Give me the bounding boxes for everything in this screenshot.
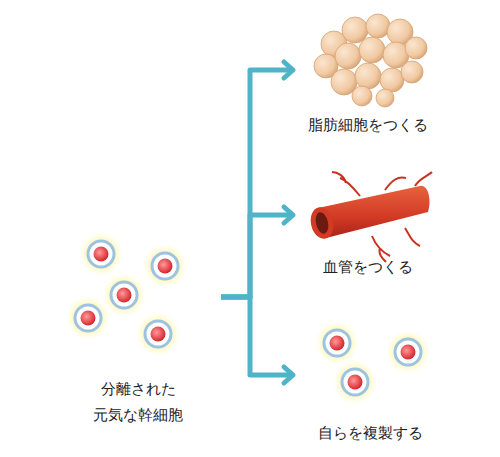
caption-text: 血管をつくる (323, 254, 413, 280)
illustration-group: 自らを複製する (295, 318, 445, 446)
blood-vessel (308, 172, 432, 262)
caption-text: 脂肪細胞をつくる (308, 112, 428, 138)
branch-arrow (221, 62, 293, 297)
branch-arrow (221, 297, 293, 383)
fat-cells (314, 14, 427, 107)
stem-cell (64, 294, 112, 342)
stem-cell (331, 358, 379, 406)
illustration-group: 血管をつくる (295, 165, 440, 280)
illustration-group: 脂肪細胞をつくる (295, 8, 440, 138)
stem-cell (77, 230, 125, 278)
branch-arrow (221, 207, 293, 297)
stem-cell (141, 242, 189, 290)
stem-cell (384, 328, 432, 376)
caption-text: 分離された 元気な幹細胞 (55, 376, 221, 428)
caption-text: 自らを複製する (318, 420, 423, 446)
stem-cell (134, 310, 182, 358)
illustration-group: 分離された 元気な幹細胞 (55, 232, 221, 428)
